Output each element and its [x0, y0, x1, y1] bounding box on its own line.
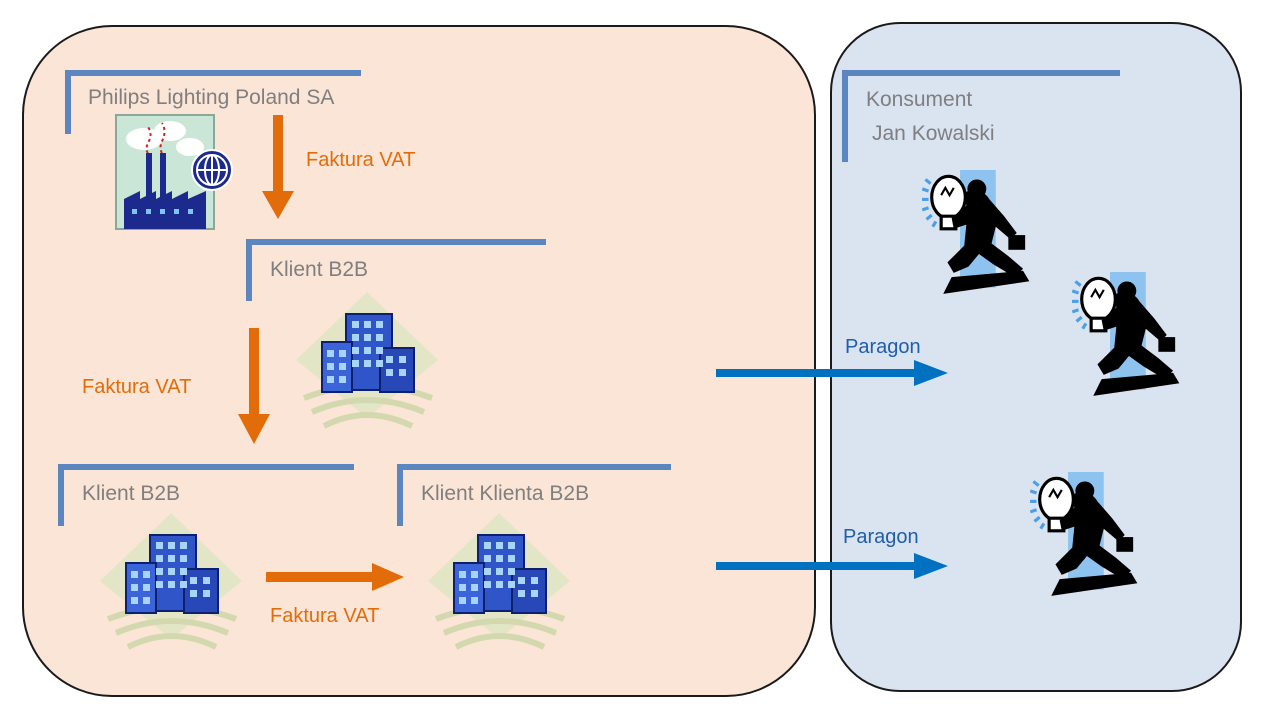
client-bottom-bracket — [58, 464, 354, 526]
receipt-label-1: Paragon — [845, 336, 921, 358]
invoice-label-1: Faktura VAT — [306, 149, 416, 171]
office-building-icon-bottom — [96, 511, 246, 661]
person-lightbulb-icon-1 — [922, 170, 1038, 296]
client-top-bracket — [246, 239, 546, 301]
factory-globe-icon — [115, 114, 233, 230]
invoice-arrow-1 — [262, 115, 294, 219]
consumer-bracket — [842, 70, 1120, 162]
office-building-icon-top — [292, 290, 442, 440]
manufacturer-label: Philips Lighting Poland SA — [88, 86, 335, 109]
person-lightbulb-icon-2 — [1072, 272, 1188, 398]
invoice-label-3: Faktura VAT — [270, 605, 380, 627]
consumer-title-line2: Jan Kowalski — [872, 122, 995, 145]
invoice-arrow-3 — [266, 563, 404, 591]
manufacturer-bracket — [65, 70, 361, 134]
office-building-icon-client-of-client — [424, 511, 574, 661]
invoice-arrow-2 — [238, 328, 270, 444]
client-top-label: Klient B2B — [270, 258, 369, 281]
client-of-client-label: Klient Klienta B2B — [421, 482, 590, 505]
invoice-label-2: Faktura VAT — [82, 376, 192, 398]
receipt-arrow-2 — [716, 553, 948, 579]
consumer-title-line1: Konsument — [866, 88, 973, 111]
receipt-arrow-1 — [716, 360, 948, 386]
consumer-panel — [830, 22, 1242, 692]
receipt-label-2: Paragon — [843, 526, 919, 548]
client-bottom-label: Klient B2B — [82, 482, 181, 505]
client-of-client-bracket — [397, 464, 671, 526]
person-lightbulb-icon-3 — [1030, 472, 1146, 598]
